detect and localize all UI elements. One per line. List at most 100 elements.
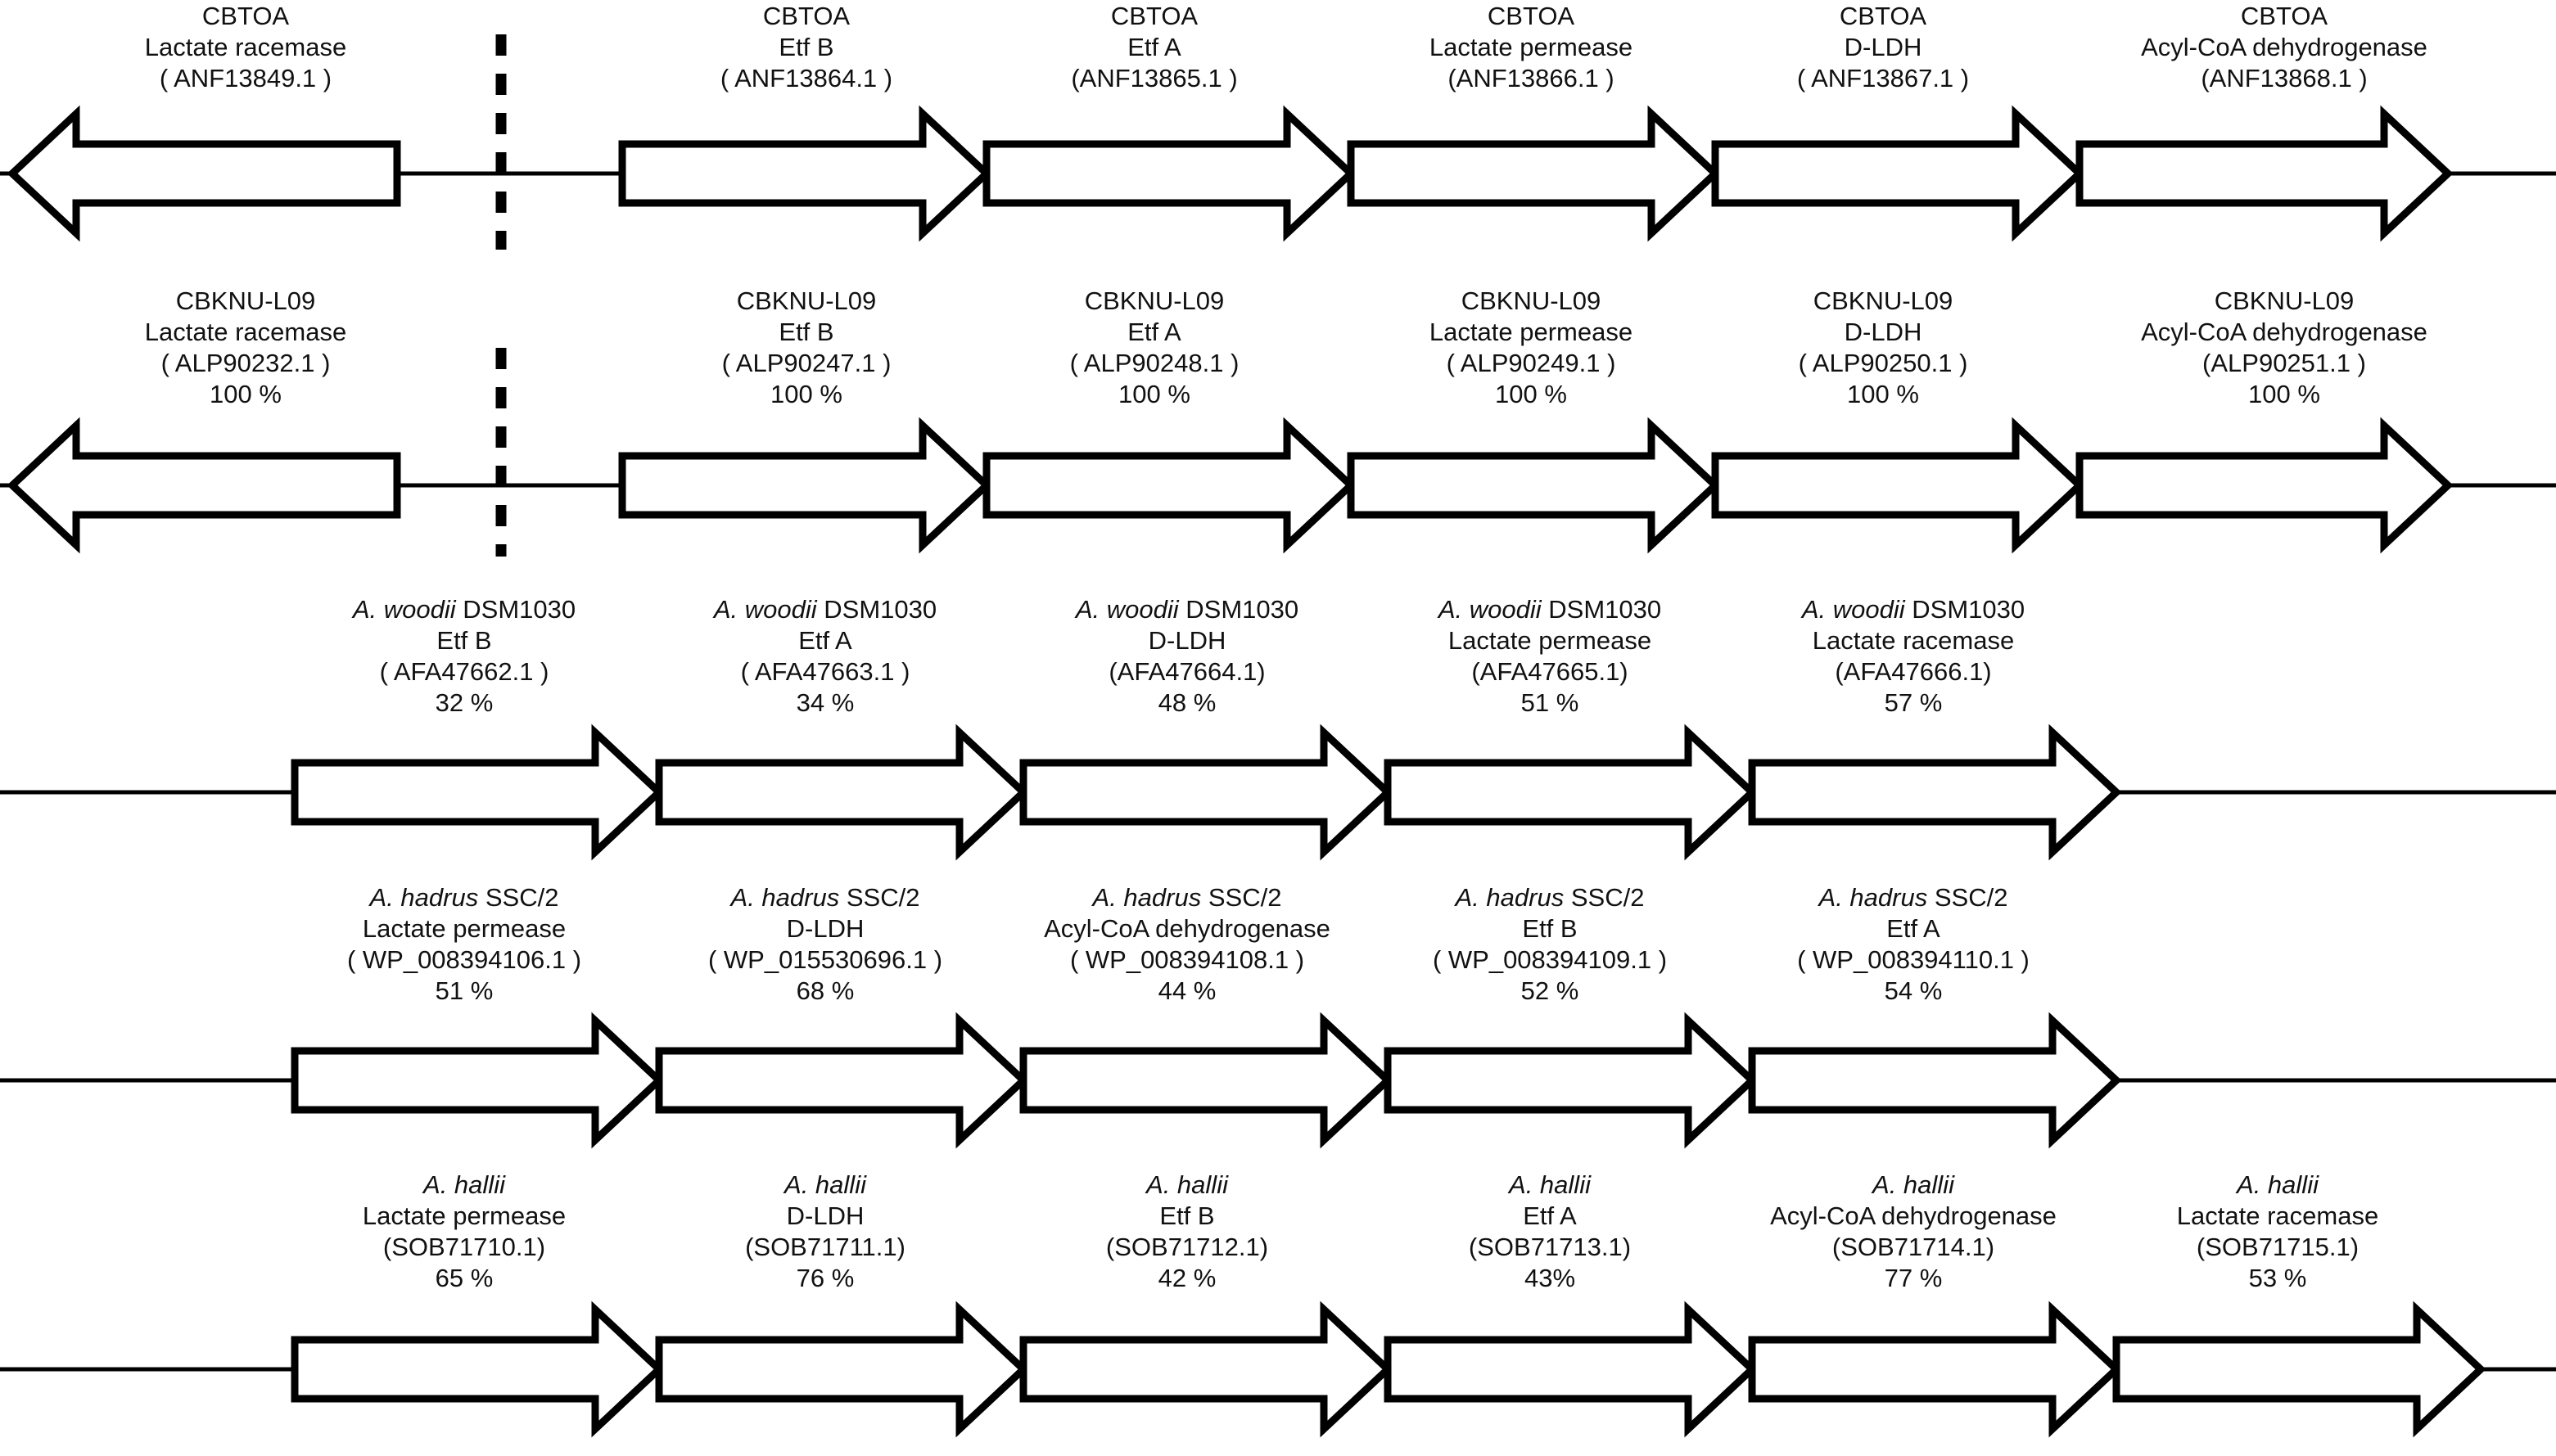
gene-label-line: ( ANF13867.1 ) xyxy=(1797,64,1969,92)
gene-label-line: 53 % xyxy=(2249,1264,2307,1292)
gene-label-line: ( ANF13864.1 ) xyxy=(720,64,892,92)
gene-label-organism: CBKNU-L09 xyxy=(1813,286,1953,315)
gene-label-line: ( WP_008394106.1 ) xyxy=(347,945,581,974)
gene-label-line: Lactate racemase xyxy=(145,33,346,61)
gene-label-line: (AFA47666.1) xyxy=(1835,657,1991,686)
gene-label-organism: CBKNU-L09 xyxy=(1461,286,1601,315)
gene-label-line: ( ALP90250.1 ) xyxy=(1799,349,1968,377)
gene-arrow-acyl-coa-dehydrogenase[interactable] xyxy=(2075,417,2454,554)
gene-arrow-etf-a[interactable] xyxy=(655,723,1029,861)
gene-label-line: (AFA47664.1) xyxy=(1109,657,1265,686)
gene-label-organism: A. hadrus SSC/2 xyxy=(729,883,920,912)
gene-label-line: Etf A xyxy=(1127,33,1181,61)
gene-arrow-etf-a[interactable] xyxy=(1384,1300,1758,1438)
gene-label-line: ( ALP90247.1 ) xyxy=(722,349,892,377)
gene-label-line: (ALP90251.1 ) xyxy=(2202,349,2366,377)
gene-label-line: 77 % xyxy=(1885,1264,1943,1292)
gene-arrow-d-ldh[interactable] xyxy=(1711,417,2085,554)
gene-label-lactate-racemase: CBTOA Lactate racemase ( ANF13849.1 ) xyxy=(145,2,346,92)
gene-arrow-acyl-coa-dehydrogenase[interactable] xyxy=(1019,1012,1393,1149)
gene-label-line: Etf B xyxy=(1522,914,1577,943)
gene-label-organism: CBKNU-L09 xyxy=(2215,286,2355,315)
gene-arrow-acyl-coa-dehydrogenase[interactable] xyxy=(2075,105,2454,242)
gene-label-line: D-LDH xyxy=(1845,318,1922,346)
gene-label-line: 100 % xyxy=(210,380,282,408)
gene-label-line: 100 % xyxy=(1495,380,1567,408)
gene-label-line: (ANF13865.1 ) xyxy=(1071,64,1237,92)
gene-arrow-d-ldh[interactable] xyxy=(1019,723,1393,861)
gene-arrow-lactate-racemase[interactable] xyxy=(2112,1300,2486,1438)
gene-arrow-etf-a[interactable] xyxy=(982,417,1357,554)
gene-label-line: 51 % xyxy=(436,976,494,1005)
gene-label-line: 42 % xyxy=(1158,1264,1217,1292)
gene-label-line: 100 % xyxy=(770,380,842,408)
gene-label-line: 51 % xyxy=(1521,688,1579,717)
gene-arrow-lactate-racemase[interactable] xyxy=(7,105,401,242)
gene-label-line: 34 % xyxy=(797,688,855,717)
gene-label-line: 100 % xyxy=(1118,380,1190,408)
gene-label-organism: A. hallii xyxy=(1145,1170,1229,1199)
gene-label-organism: A. hadrus SSC/2 xyxy=(368,883,559,912)
gene-label-line: Lactate racemase xyxy=(1813,626,2014,655)
gene-arrow-d-ldh[interactable] xyxy=(655,1012,1029,1149)
gene-label-organism: CBKNU-L09 xyxy=(737,286,877,315)
gene-label-organism: CBTOA xyxy=(2241,2,2328,30)
gene-label-line: 68 % xyxy=(797,976,855,1005)
gene-arrow-etf-b[interactable] xyxy=(291,723,665,861)
gene-label-line: D-LDH xyxy=(787,1201,865,1230)
gene-label-organism: A. hallii xyxy=(1871,1170,1955,1199)
gene-label-line: Acyl-CoA dehydrogenase xyxy=(2141,33,2427,61)
gene-label-line: 48 % xyxy=(1158,688,1217,717)
gene-label-line: 100 % xyxy=(2248,380,2320,408)
gene-arrow-lactate-permease[interactable] xyxy=(291,1300,665,1438)
gene-arrow-lactate-permease[interactable] xyxy=(1384,723,1758,861)
gene-label-line: Acyl-CoA dehydrogenase xyxy=(1770,1201,2057,1230)
gene-arrow-lactate-racemase[interactable] xyxy=(1748,723,2122,861)
gene-arrow-lactate-permease[interactable] xyxy=(1347,417,1721,554)
gene-arrow-etf-b[interactable] xyxy=(618,105,992,242)
gene-arrow-lactate-permease[interactable] xyxy=(291,1012,665,1149)
gene-label-line: Acyl-CoA dehydrogenase xyxy=(2141,318,2427,346)
gene-label-organism: A. hadrus SSC/2 xyxy=(1454,883,1645,912)
gene-label-line: ( ALP90248.1 ) xyxy=(1070,349,1240,377)
gene-label-line: Etf B xyxy=(779,33,833,61)
gene-label-organism: A. woodii DSM1030 xyxy=(1074,595,1298,624)
gene-label-line: 52 % xyxy=(1521,976,1579,1005)
gene-arrow-d-ldh[interactable] xyxy=(1711,105,2085,242)
gene-label-line: ( ANF13849.1 ) xyxy=(160,64,332,92)
gene-label-line: Lactate permease xyxy=(1429,33,1632,61)
gene-arrow-etf-a[interactable] xyxy=(1748,1012,2122,1149)
gene-label-organism: CBTOA xyxy=(202,2,290,30)
gene-label-line: (SOB71714.1) xyxy=(1832,1233,1994,1261)
gene-arrow-lactate-permease[interactable] xyxy=(1347,105,1721,242)
gene-label-organism: A. hadrus SSC/2 xyxy=(1818,883,2008,912)
gene-label-line: Etf B xyxy=(1159,1201,1214,1230)
gene-label-line: D-LDH xyxy=(787,914,865,943)
gene-arrow-d-ldh[interactable] xyxy=(655,1300,1029,1438)
gene-arrow-etf-b[interactable] xyxy=(618,417,992,554)
gene-label-line: 100 % xyxy=(1847,380,1919,408)
gene-label-line: ( ALP90249.1 ) xyxy=(1447,349,1616,377)
gene-arrow-acyl-coa-dehydrogenase[interactable] xyxy=(1748,1300,2122,1438)
gene-arrow-etf-b[interactable] xyxy=(1384,1012,1758,1149)
gene-arrow-etf-a[interactable] xyxy=(982,105,1357,242)
gene-arrow-lactate-racemase[interactable] xyxy=(7,417,401,554)
gene-arrow-etf-b[interactable] xyxy=(1019,1300,1393,1438)
